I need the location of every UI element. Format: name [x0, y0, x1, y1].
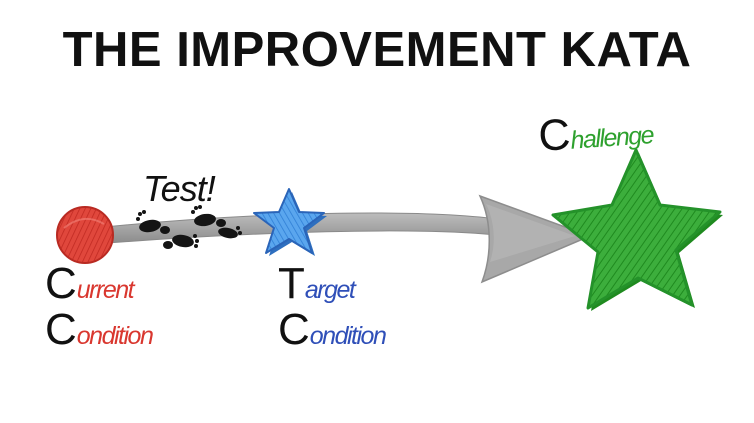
blue-star-icon	[253, 188, 327, 256]
red-ball-icon	[56, 206, 114, 264]
page-title: THE IMPROVEMENT KATA	[62, 23, 692, 77]
target-condition-rest: ondition	[309, 322, 387, 350]
test-label: Test!	[143, 168, 216, 209]
current-condition-cap: C	[45, 305, 77, 354]
current-condition-label: Current Condition	[45, 259, 154, 352]
target-rest: arget	[304, 276, 356, 304]
challenge-rest: hallenge	[569, 121, 654, 155]
target-condition-cap: C	[278, 305, 310, 354]
current-rest: urrent	[76, 276, 135, 304]
target-cap: T	[278, 259, 305, 308]
challenge-cap: C	[536, 109, 572, 161]
challenge-label: Challenge	[536, 107, 654, 161]
footprints-icon	[136, 205, 242, 249]
green-star-icon	[551, 148, 723, 311]
target-condition-label: Target Condition	[278, 259, 387, 352]
current-condition-rest: ondition	[76, 322, 154, 350]
current-cap: C	[45, 259, 77, 308]
